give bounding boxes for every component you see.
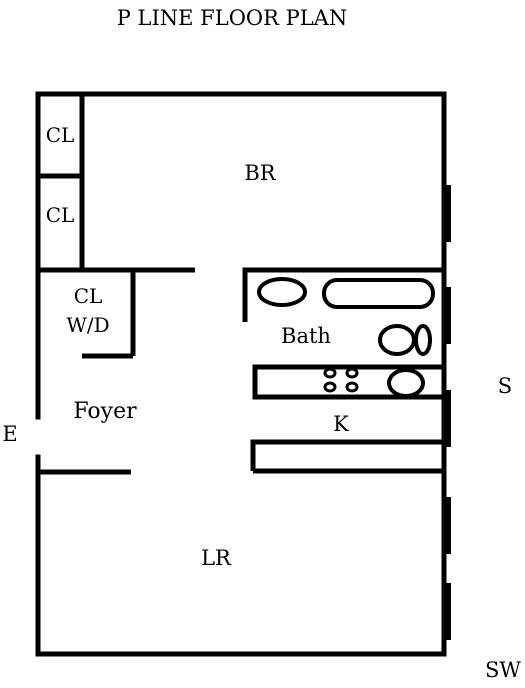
living-room-label: LR — [201, 546, 232, 570]
window-kitchen — [443, 390, 451, 447]
wd-closet-label-2: W/D — [66, 313, 109, 337]
interior-walls — [38, 94, 444, 475]
burner-icon — [345, 367, 359, 379]
toilet-bowl — [378, 324, 416, 356]
window-bath — [443, 287, 451, 344]
closet-2-label: CL — [46, 203, 75, 227]
bath-label: Bath — [281, 324, 331, 348]
exterior-wall — [35, 91, 447, 657]
compass-south-label: S — [498, 374, 512, 398]
kitchen-label: K — [333, 412, 349, 436]
stove-burners — [323, 367, 359, 393]
burner-icon — [345, 381, 359, 393]
compass-southwest-label: SW — [485, 658, 521, 682]
window-lr-1 — [443, 497, 451, 554]
burner-icon — [323, 381, 337, 393]
windows — [443, 185, 451, 640]
kitchen-lower-counter — [250, 439, 444, 471]
window-br — [443, 185, 451, 242]
bathtub — [322, 278, 435, 309]
kitchen-sink — [387, 368, 425, 398]
window-lr-2 — [443, 583, 451, 640]
foyer-label: Foyer — [73, 399, 137, 424]
fixtures — [257, 277, 435, 398]
outer-walls — [35, 91, 447, 657]
compass-east-label: E — [2, 422, 17, 446]
bath-north-wall — [242, 267, 444, 322]
bath-sink-oval — [257, 277, 307, 307]
kitchen-upper-counter — [252, 364, 444, 400]
wd-closet-label-1: CL — [74, 284, 103, 308]
toilet-tank — [414, 324, 432, 356]
burner-icon — [323, 367, 337, 379]
plan-title: P LINE FLOOR PLAN — [117, 6, 347, 30]
bedroom-label: BR — [244, 161, 276, 185]
closet-1-label: CL — [46, 123, 75, 147]
